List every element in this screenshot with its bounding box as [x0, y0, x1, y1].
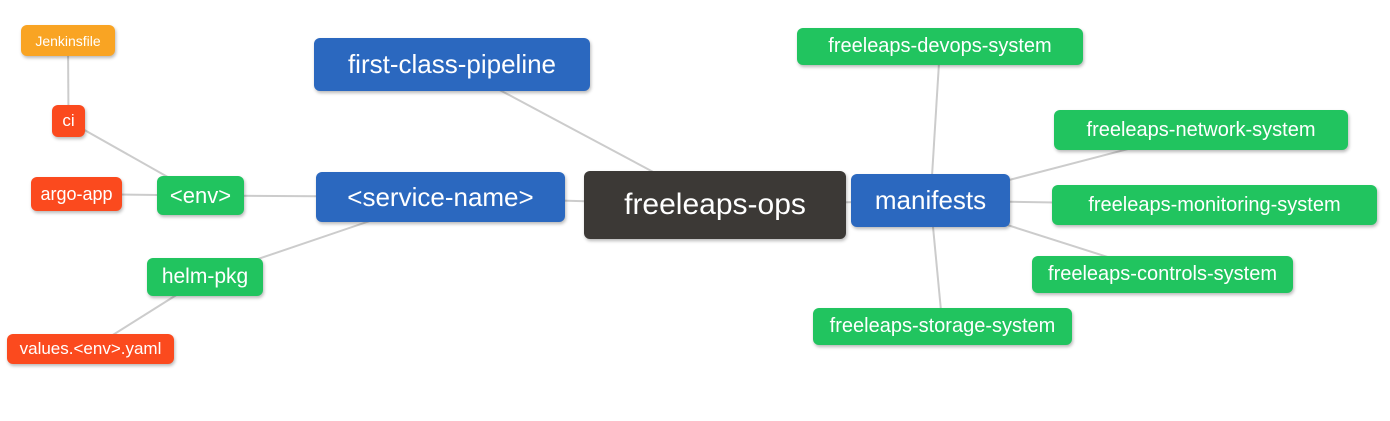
node-label: first-class-pipeline [347, 49, 557, 79]
node-freeleaps-controls-system[interactable]: freeleaps-controls-system [1032, 256, 1293, 293]
node-label: Jenkinsfile [35, 32, 101, 49]
node-jenkinsfile[interactable]: Jenkinsfile [21, 25, 115, 56]
node-label: freeleaps-devops-system [828, 35, 1052, 57]
node-ci[interactable]: ci [52, 105, 85, 137]
node-helm-pkg[interactable]: helm-pkg [147, 258, 263, 296]
node-manifests[interactable]: manifests [851, 174, 1010, 227]
node-freeleaps-ops[interactable]: freeleaps-ops [584, 171, 846, 239]
node-label: freeleaps-network-system [1086, 118, 1316, 141]
node-values-env-yaml[interactable]: values.<env>.yaml [7, 334, 174, 364]
node-label: <env> [169, 182, 232, 208]
node-freeleaps-devops-system[interactable]: freeleaps-devops-system [797, 28, 1083, 65]
node-label: argo-app [40, 183, 113, 204]
node-service-name[interactable]: <service-name> [316, 172, 565, 222]
node-first-class-pipeline[interactable]: first-class-pipeline [314, 38, 590, 91]
node-freeleaps-monitoring-system[interactable]: freeleaps-monitoring-system [1052, 185, 1377, 225]
node-argo-app[interactable]: argo-app [31, 177, 122, 211]
node-label: manifests [874, 185, 987, 215]
node-label: values.<env>.yaml [19, 339, 162, 358]
node-label: helm-pkg [161, 265, 249, 288]
node-label: freeleaps-controls-system [1048, 263, 1277, 285]
node-label: ci [62, 111, 75, 130]
node-env[interactable]: <env> [157, 176, 244, 215]
node-label: freeleaps-storage-system [829, 315, 1056, 337]
node-freeleaps-storage-system[interactable]: freeleaps-storage-system [813, 308, 1072, 345]
node-label: freeleaps-ops [624, 188, 806, 221]
node-label: freeleaps-monitoring-system [1088, 193, 1341, 216]
node-label: <service-name> [347, 181, 534, 212]
node-freeleaps-network-system[interactable]: freeleaps-network-system [1054, 110, 1348, 150]
